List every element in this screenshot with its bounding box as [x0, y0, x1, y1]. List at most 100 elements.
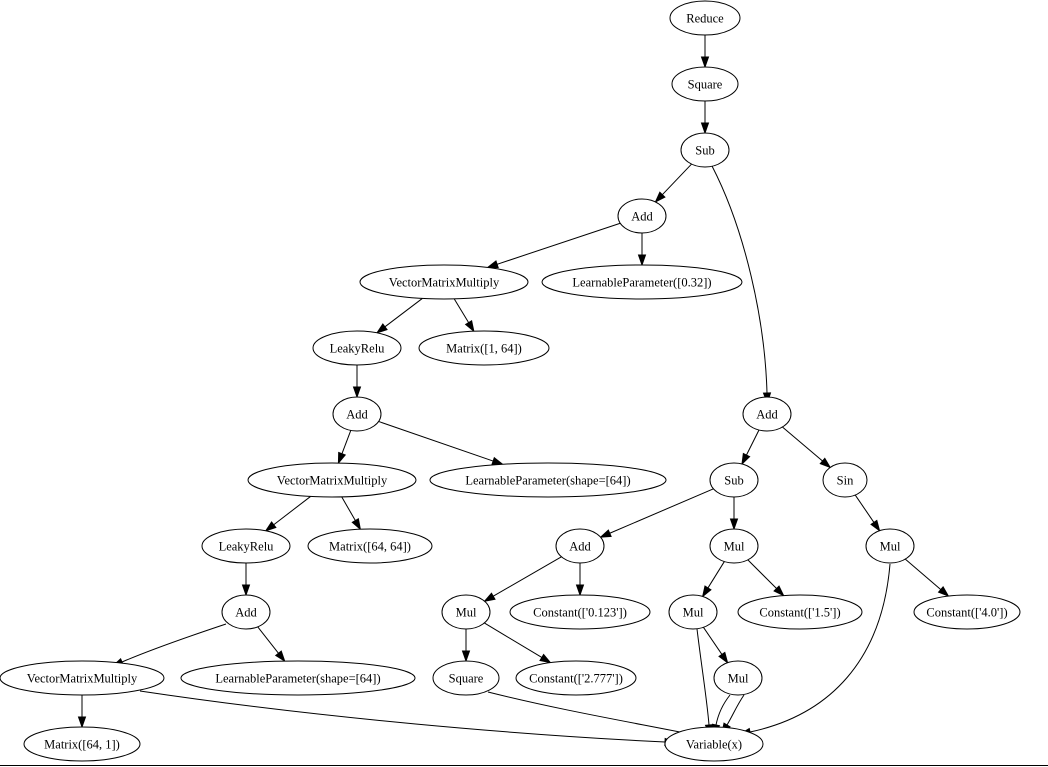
node-square2: Square [432, 660, 500, 696]
node-ellipse [515, 660, 637, 696]
node-ellipse [822, 462, 868, 498]
node-label: Add [631, 210, 653, 224]
node-add2: Add [332, 396, 382, 432]
node-label: VectorMatrixMultiply [277, 474, 388, 488]
node-lrelu1: LeakyRelu [312, 330, 402, 366]
edge-lrelu2-to-add3 [241, 563, 251, 597]
node-ellipse [307, 528, 433, 564]
node-label: Sub [695, 144, 714, 158]
node-ellipse [680, 132, 730, 168]
node-label: Add [569, 540, 591, 554]
node-label: Add [346, 408, 368, 422]
node-mat3: Matrix([64, 1]) [23, 726, 141, 762]
node-label: Add [235, 606, 257, 620]
edge-add3-to-vmm3 [111, 623, 227, 667]
node-label: Matrix([64, 1]) [44, 738, 120, 752]
edge-addR-to-sin [782, 426, 832, 469]
edge-mulD-to-var [696, 628, 714, 737]
node-mulB: Mul [865, 528, 915, 564]
node-ellipse [180, 660, 416, 696]
node-lrelu2: LeakyRelu [201, 528, 291, 564]
edge-add2-to-lp2 [378, 420, 505, 465]
node-label: Reduce [686, 12, 724, 26]
edge-mulA-to-mulD [701, 561, 725, 598]
node-ellipse [737, 594, 863, 630]
node-ellipse [617, 198, 667, 234]
node-mulE: Mul [713, 660, 763, 696]
node-ellipse [432, 660, 500, 696]
edge-sin-to-mulB [854, 494, 881, 532]
node-addR: Add [742, 396, 792, 432]
node-label: Mul [724, 540, 745, 554]
node-var: Variable(x) [664, 726, 764, 762]
edge-sub2-to-mulA [729, 497, 739, 531]
node-label: LearnableParameter(shape=[64]) [215, 672, 380, 686]
edge-vmm1-to-mat1 [453, 298, 475, 333]
node-vmm1: VectorMatrixMultiply [359, 264, 529, 300]
node-label: Square [449, 672, 484, 686]
edge-add1-to-lp1 [637, 233, 647, 267]
node-label: Matrix([64, 64]) [329, 540, 411, 554]
node-label: Sin [837, 474, 854, 488]
node-ellipse [668, 594, 718, 630]
node-ellipse [709, 462, 759, 498]
node-label: LeakyRelu [219, 540, 275, 554]
node-ellipse [418, 330, 550, 366]
node-ellipse [671, 66, 739, 102]
node-mulC: Mul [441, 594, 491, 630]
edge-lrelu1-to-add2 [352, 365, 362, 399]
node-ellipse [669, 0, 741, 36]
node-ellipse [865, 528, 915, 564]
node-label: Square [688, 78, 723, 92]
node-label: Mul [880, 540, 901, 554]
node-mulA: Mul [709, 528, 759, 564]
node-ellipse [429, 462, 667, 498]
node-add4: Add [555, 528, 605, 564]
edge-mulD-to-mulE [703, 627, 729, 664]
edge-add3-to-lp3 [257, 626, 286, 663]
node-label: VectorMatrixMultiply [27, 672, 138, 686]
node-const40: Constant(['4.0']) [913, 594, 1021, 630]
node-vmm3: VectorMatrixMultiply [0, 660, 165, 696]
node-label: Sub [724, 474, 743, 488]
node-sub2: Sub [709, 462, 759, 498]
edge-vmm3-to-var [139, 690, 677, 747]
edge-mulB-to-const40 [904, 558, 950, 598]
edge-reduce-to-square1 [700, 35, 710, 69]
node-ellipse [742, 396, 792, 432]
edge-sub2-to-add4 [599, 488, 714, 538]
edge-add1-to-vmm1 [486, 222, 621, 269]
node-lp1: LearnableParameter([0.32]) [541, 264, 743, 300]
node-vmm2: VectorMatrixMultiply [247, 462, 417, 498]
node-ellipse [913, 594, 1021, 630]
node-sin: Sin [822, 462, 868, 498]
node-ellipse [359, 264, 529, 300]
node-lp3: LearnableParameter(shape=[64]) [180, 660, 416, 696]
node-ellipse [555, 528, 605, 564]
node-label: Mul [456, 606, 477, 620]
node-reduce: Reduce [669, 0, 741, 36]
edge-vmm1-to-lrelu1 [375, 298, 423, 334]
node-ellipse [23, 726, 141, 762]
node-square1: Square [671, 66, 739, 102]
node-const15: Constant(['1.5']) [737, 594, 863, 630]
edge-add4-to-const0123 [575, 563, 585, 597]
node-label: Constant(['0.123']) [533, 606, 627, 620]
node-label: LeakyRelu [330, 342, 386, 356]
node-label: LearnableParameter([0.32]) [572, 276, 711, 290]
node-mulD: Mul [668, 594, 718, 630]
edge-mulA-to-const15 [747, 559, 785, 597]
edge-add2-to-vmm2 [337, 430, 352, 465]
edge-mulC-to-const2777 [484, 622, 552, 664]
node-sub1: Sub [680, 132, 730, 168]
node-label: Matrix([1, 64]) [446, 342, 522, 356]
edge-square1-to-sub1 [700, 101, 710, 135]
node-const2777: Constant(['2.777']) [515, 660, 637, 696]
node-ellipse [201, 528, 291, 564]
node-ellipse [541, 264, 743, 300]
node-ellipse [709, 528, 759, 564]
node-ellipse [221, 594, 271, 630]
node-label: Variable(x) [686, 738, 742, 752]
